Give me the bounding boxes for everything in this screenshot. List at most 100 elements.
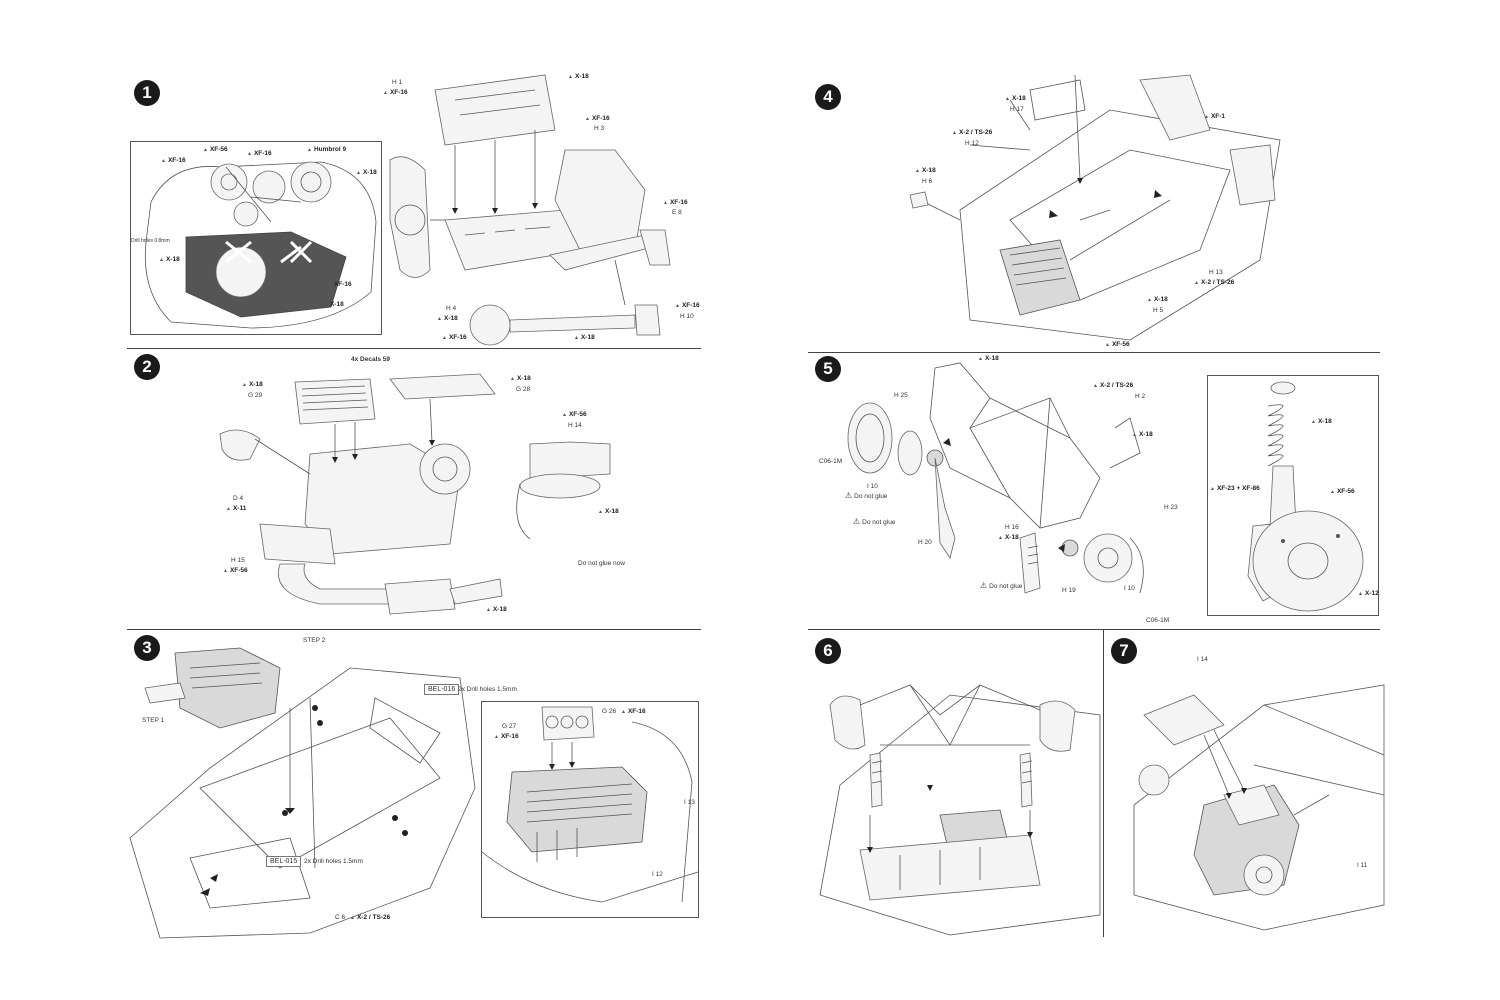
paint-label: XF-16: [621, 708, 646, 716]
step-number-badge: 4: [815, 84, 841, 110]
step-number-badge: 1: [134, 80, 160, 106]
step-number-badge: 5: [815, 356, 841, 382]
bel015-label: BEL-015: [266, 856, 302, 867]
part-h25: H 25: [894, 392, 908, 399]
part-h5: H 5: [1153, 307, 1164, 314]
paint-label: XF-16: [585, 115, 610, 123]
shock-absorber-illustration: [1247, 381, 1364, 612]
part-h13: H 13: [1209, 269, 1223, 276]
divider-step5-step6: [808, 629, 1380, 630]
part-h19: H 19: [1062, 587, 1076, 594]
step2-label: STEP 2: [303, 637, 326, 644]
paint-label: Humbrol 9: [307, 146, 346, 154]
paint-label: XF-56: [562, 411, 587, 419]
chassis-rear-illustration: [909, 74, 1281, 341]
bel016-label: BEL-016: [424, 684, 460, 695]
drill-note: Drill holes 0.8mm: [131, 238, 170, 244]
part-h15: H 15: [231, 557, 245, 564]
paint-label: XF-16: [327, 281, 352, 289]
step-4-panel: 4 X-18 H 17 X-2 / TS-26 H 12 X-18 H 6 XF…: [760, 0, 1500, 352]
part-i13: I 13: [684, 799, 695, 806]
do-not-glue-note: Do not glue: [980, 582, 1022, 591]
part-g29: G 29: [248, 392, 263, 399]
paint-label: XF-16: [247, 150, 272, 158]
part-h6: H 6: [922, 178, 933, 185]
part-i14: I 14: [1197, 656, 1208, 663]
paint-label: X-18: [323, 301, 344, 309]
part-d4: D 4: [233, 495, 244, 502]
step-7-panel: 7 I 14 I 11: [1104, 630, 1385, 940]
divider-step4-step5: [808, 352, 1380, 353]
paint-label: X-18: [998, 534, 1019, 542]
paint-label: XF-23 + XF-86: [1210, 485, 1260, 493]
part-h16: H 16: [1005, 524, 1019, 531]
paint-label: XF-56: [1330, 488, 1355, 496]
part-e8: E 8: [672, 209, 682, 216]
step-number-badge: 3: [134, 635, 160, 661]
paint-label: X-11: [226, 505, 246, 513]
step-5-panel: 5 X-18 H 25 C06-1M I 10 Do not glue Do n…: [760, 353, 1500, 629]
paint-label: XF-16: [161, 157, 186, 165]
part-h10: H 10: [680, 313, 694, 320]
paint-label: X-18: [978, 355, 999, 363]
paint-label: XF-56: [1105, 341, 1130, 349]
divider-step1-step2: [127, 348, 701, 349]
part-h14: H 14: [568, 422, 582, 429]
engine-front-illustration: [144, 161, 377, 329]
paint-label: X-18: [1311, 418, 1332, 426]
bel016-note: 2x Drill holes 1.5mm: [458, 686, 517, 693]
step-number-badge: 7: [1111, 638, 1137, 664]
step1-label: STEP 1: [142, 717, 165, 724]
paint-label: XF-56: [223, 567, 248, 575]
step-3-panel: 3 STEP 2 STEP 1 BEL-016 2x Drill holes 1…: [0, 630, 750, 940]
part-g28: G 28: [516, 386, 531, 393]
paint-label: XF-16: [494, 733, 519, 741]
do-not-glue-note: Do not glue now: [578, 560, 625, 567]
step-number-badge: 6: [815, 638, 841, 664]
paint-label: X-12: [1358, 590, 1379, 598]
shock-detail-inset: X-18 XF-23 + XF-86 XF-56 X-12: [1207, 375, 1379, 616]
paint-label: XF-16: [442, 334, 467, 342]
paint-detail-inset: XF-56 XF-16 Humbrol 9 XF-16 X-18 Drill h…: [130, 141, 382, 335]
part-g27: G 27: [502, 723, 517, 730]
part-h23: H 23: [1164, 504, 1178, 511]
paint-label: XF-56: [203, 146, 228, 154]
rear-frame-assembly-illustration: [819, 684, 1101, 936]
paint-label: X-18: [159, 256, 180, 264]
bel015-note: 2x Drill holes 1.5mm: [304, 858, 363, 865]
paint-label: XF-1: [1204, 113, 1225, 121]
paint-label: X-18: [437, 315, 458, 323]
part-c6: C 6: [335, 914, 346, 921]
engine-cover-illustration: [1133, 684, 1385, 931]
paint-label: X-2 / TS-26: [952, 129, 992, 137]
divider-step6-step7: [1103, 629, 1104, 937]
intake-illustration: [481, 706, 699, 903]
do-not-glue-note: Do not glue: [853, 518, 895, 527]
engine-gearbox-illustration: [389, 74, 671, 346]
part-h2: H 2: [1135, 393, 1146, 400]
paint-label: X-2 / TS-26: [350, 914, 390, 922]
paint-label: X-2 / TS-26: [1194, 279, 1234, 287]
paint-label: X-18: [1147, 296, 1168, 304]
part-i10: I 10: [1124, 585, 1135, 592]
engine-exhaust-illustration: [219, 373, 611, 615]
paint-label: XF-16: [383, 89, 408, 97]
part-i11: I 11: [1357, 862, 1368, 869]
paint-label: X-18: [242, 381, 263, 389]
divider-step2-step3: [127, 629, 701, 630]
part-i12: I 12: [652, 871, 663, 878]
part-h1: H 1: [392, 79, 403, 86]
paint-label: X-18: [356, 169, 377, 177]
paint-label: XF-16: [663, 199, 688, 207]
paint-label: X-2 / TS-26: [1093, 382, 1133, 390]
part-h20: H 20: [918, 539, 932, 546]
do-not-glue-note: Do not glue: [845, 492, 887, 501]
part-i10: I 10: [867, 483, 878, 490]
step-2-panel: 2 4x Decals 59 X-18 G 29 X-18 G 28 XF-56…: [0, 349, 750, 629]
part-h4: H 4: [446, 305, 457, 312]
decals-label: 4x Decals 59: [351, 356, 391, 363]
step-number-badge: 2: [134, 354, 160, 380]
part-h12: H 12: [965, 140, 979, 147]
step-1-panel: 1 XF-56 XF-16 Humbrol 9 XF-16 X-18 Drill…: [0, 0, 750, 348]
paint-label: X-18: [915, 167, 936, 175]
